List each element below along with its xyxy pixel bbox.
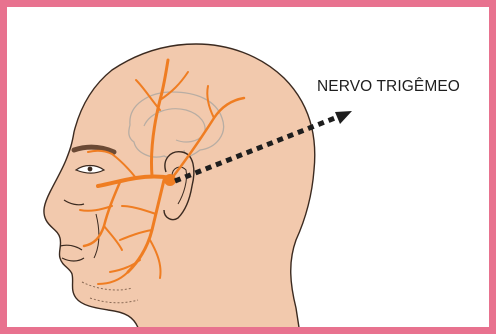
head-anatomy-illustration — [7, 7, 489, 327]
pupil — [88, 167, 93, 172]
pointer-arrowhead — [335, 111, 352, 124]
nerve-label: NERVO TRIGÊMEO — [317, 78, 460, 96]
trigeminal-ganglion — [164, 174, 176, 186]
